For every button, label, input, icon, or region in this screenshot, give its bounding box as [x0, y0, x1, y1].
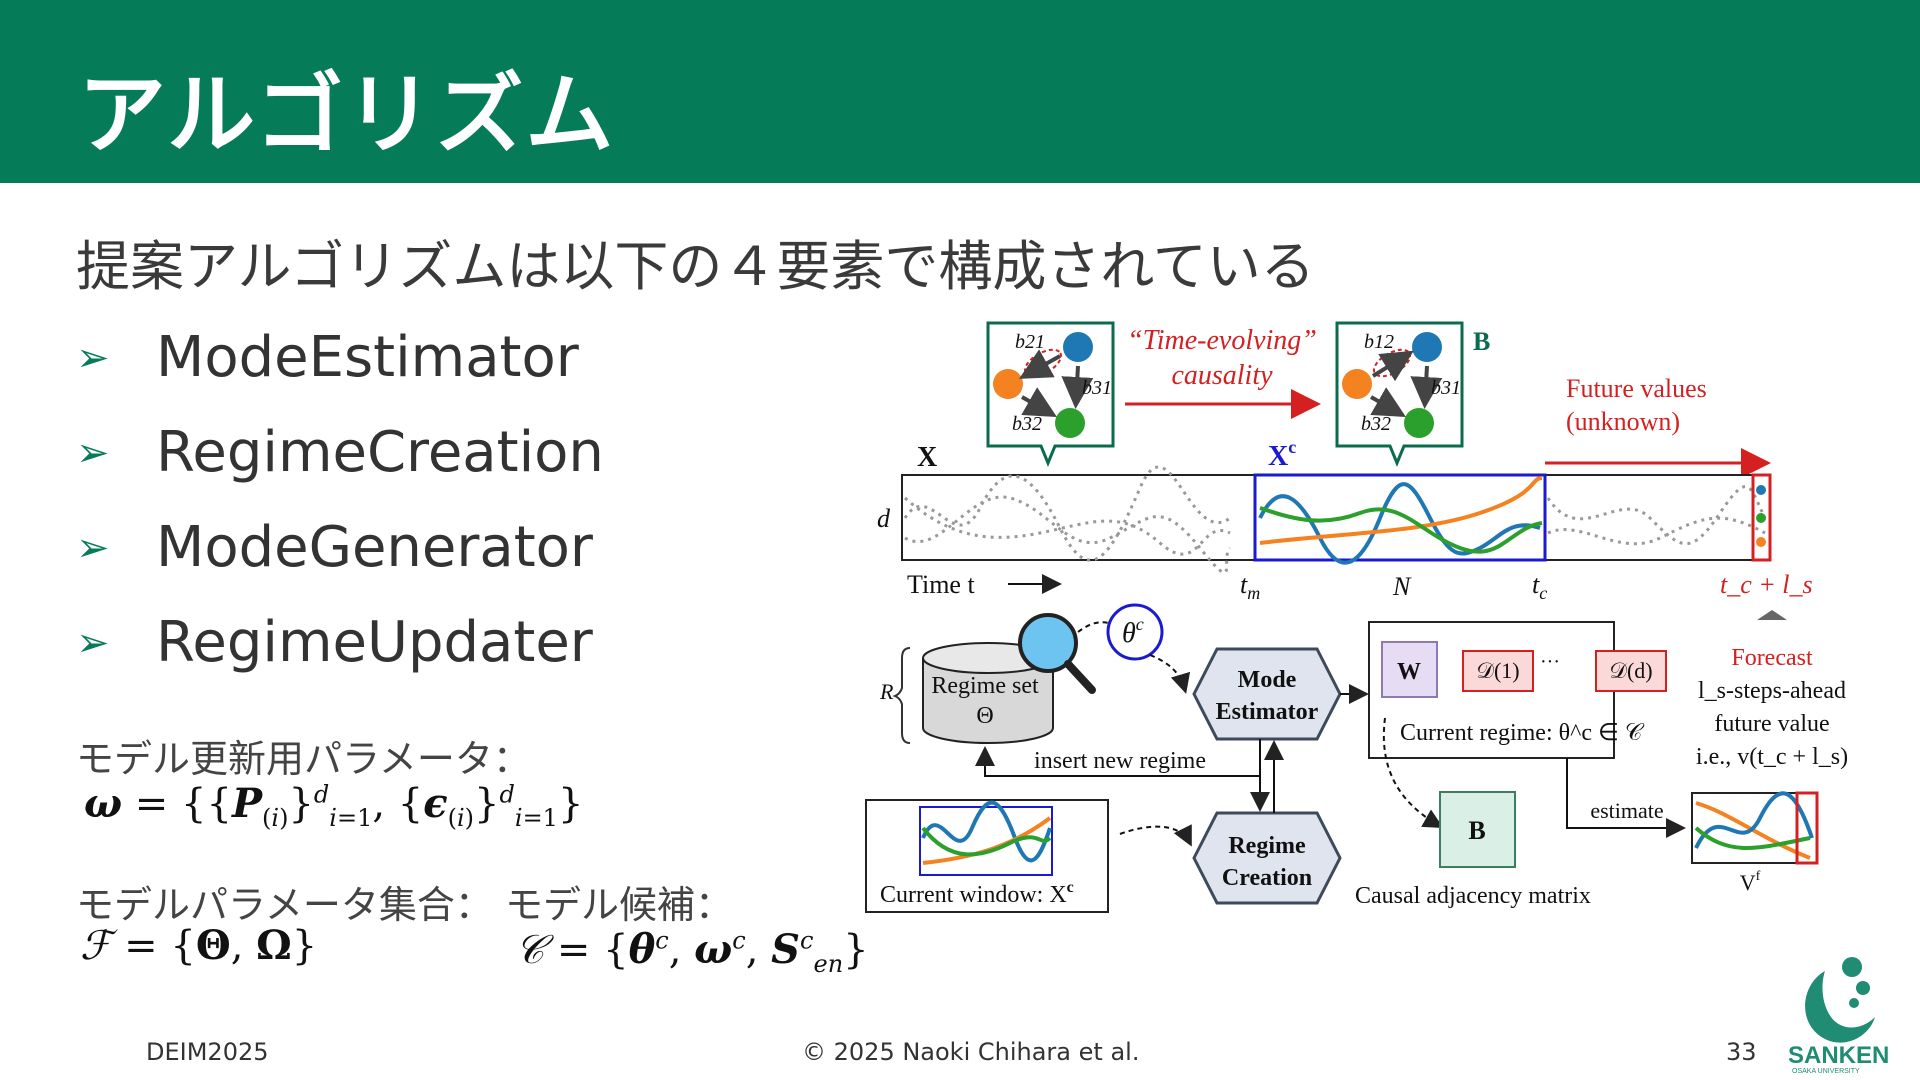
b21-label: b21 [1015, 331, 1045, 353]
svg-text:W: W [1397, 659, 1421, 685]
b12-label: b12 [1364, 331, 1394, 353]
theta-c-label: θc [1122, 614, 1144, 649]
logo-text: SANKEN [1788, 1042, 1889, 1069]
X-label: X [917, 442, 937, 473]
bullet-item: ➢ ModeGenerator [76, 500, 604, 595]
magnifier-icon [1018, 613, 1096, 694]
b31-label: b31 [1082, 377, 1112, 399]
bullet-list: ➢ ModeEstimator ➢ RegimeCreation ➢ ModeG… [76, 310, 604, 690]
current-regime-label: Current regime: θ^c ∈ 𝒞 [1400, 720, 1645, 746]
insert-regime-label: insert new regime [1034, 748, 1206, 774]
bullet-text: RegimeCreation [156, 420, 604, 485]
arrow-bullet-icon: ➢ [76, 524, 110, 571]
tm-label: tm [1240, 570, 1260, 603]
forecast-label: Forecast [1731, 645, 1813, 671]
time-t-label: Time t [907, 570, 975, 599]
causality-label: causality [1171, 360, 1273, 391]
regime-set-cylinder: Regime set Θ [922, 642, 1054, 744]
svg-text:𝒟(d): 𝒟(d) [1609, 658, 1652, 683]
b32-label: b32 [1361, 413, 1391, 435]
title-bar [0, 0, 1920, 183]
page-number: 33 [1726, 1038, 1757, 1066]
estimator-label: Estimator [1216, 699, 1319, 725]
bullet-text: RegimeUpdater [156, 610, 593, 675]
node-blue [1063, 332, 1093, 362]
current-regime-box: W 𝒟(1) ··· 𝒟(d) Current regime: θ^c ∈ 𝒞 [1368, 621, 1667, 759]
current-window-box [1253, 473, 1547, 562]
slide-subtitle: 提案アルゴリズムは以下の４要素で構成されている [76, 235, 1315, 298]
slide-title: アルゴリズム [78, 63, 616, 166]
creation-label: Creation [1222, 865, 1312, 891]
mode-label: Mode [1238, 667, 1297, 693]
tc-ls-label: t_c + l_s [1720, 570, 1813, 599]
time-evolving-label: “Time-evolving” [1127, 325, 1317, 356]
estimate-label: estimate [1590, 798, 1663, 823]
b32-label: b32 [1012, 413, 1042, 435]
candidate-label: モデル候補： [505, 883, 734, 927]
b31-label: b31 [1431, 377, 1461, 399]
Xc-label: Xc [1268, 437, 1296, 472]
current-window-label: Current window: Xc [880, 879, 1074, 908]
N-label: N [1392, 572, 1412, 601]
arrow-bullet-icon: ➢ [76, 334, 110, 381]
svg-text:𝒟(1): 𝒟(1) [1476, 658, 1519, 683]
param-set-label: モデルパラメータ集合： [76, 883, 493, 927]
arrow-bullet-icon: ➢ [76, 619, 110, 666]
svg-text:B: B [1468, 816, 1485, 845]
algorithm-diagram: b21 b31 b32 “Time-evolving” causality b1… [865, 321, 1848, 913]
omega-equation: ω = {{P(i)}di=1, {ϵ(i)}di=1} [84, 780, 584, 832]
B-label: B [1473, 327, 1490, 356]
bullet-text: ModeEstimator [156, 325, 579, 390]
sanken-logo: SANKEN OSAKA UNIVERSITY [1788, 957, 1889, 1075]
arrow-bullet-icon: ➢ [76, 429, 110, 476]
future-values-label: Future values [1566, 374, 1707, 403]
C-equation: 𝒞 = {θc, ωc, Scen} [515, 926, 869, 978]
node-blue [1412, 332, 1442, 362]
footer-conference: DEIM2025 [146, 1038, 269, 1066]
node-orange [1342, 369, 1372, 399]
causal-graph-before: b21 b31 b32 [986, 321, 1115, 467]
node-green [1055, 408, 1085, 438]
bullet-item: ➢ RegimeUpdater [76, 595, 604, 690]
forecast-line1: l_s-steps-ahead [1698, 678, 1846, 704]
regime-label: Regime [1228, 833, 1306, 859]
svg-text:···: ··· [1540, 651, 1560, 673]
bullet-text: ModeGenerator [156, 515, 593, 580]
forecast-line3: i.e., v(t_c + l_s) [1696, 744, 1848, 770]
theta-label: Θ [976, 703, 993, 729]
footer-copyright: © 2025 Naoki Chihara et al. [802, 1038, 1140, 1066]
F-equation: ℱ = {Θ, Ω} [80, 922, 318, 969]
bullet-item: ➢ RegimeCreation [76, 405, 604, 500]
causal-graph-after: b12 b31 b32 [1335, 321, 1464, 467]
B-matrix [1439, 791, 1516, 868]
bullet-item: ➢ ModeEstimator [76, 310, 604, 405]
Vf-label: Vf [1740, 869, 1761, 895]
current-window-thumbnail: Current window: Xc [865, 799, 1109, 913]
logo-subtext: OSAKA UNIVERSITY [1792, 1068, 1860, 1075]
d-label: d [877, 504, 891, 533]
causal-adjacency-label: Causal adjacency matrix [1355, 883, 1591, 909]
forecast-thumbnail [1691, 791, 1819, 865]
param-update-label: モデル更新用パラメータ： [76, 737, 531, 781]
regime-set-label: Regime set [931, 673, 1039, 699]
W-matrix [1381, 641, 1438, 698]
Dd-matrix [1595, 650, 1667, 692]
regime-creation-block: Regime Creation [1192, 811, 1342, 905]
forecast-line2: future value [1714, 711, 1829, 737]
node-green [1404, 408, 1434, 438]
theta-c-circle [1106, 603, 1164, 661]
R-label: R [879, 679, 894, 704]
mode-estimator-block: Mode Estimator [1192, 647, 1342, 741]
node-orange [993, 369, 1023, 399]
unknown-label: (unknown) [1566, 407, 1680, 436]
D1-matrix [1462, 650, 1534, 692]
tc-label: tc [1532, 570, 1547, 603]
